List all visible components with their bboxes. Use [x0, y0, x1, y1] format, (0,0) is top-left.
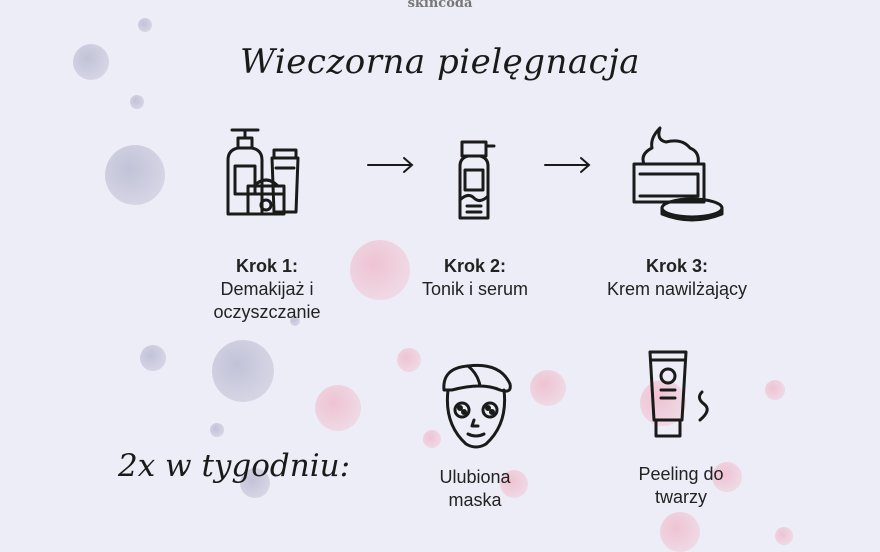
cleansing-bottles-icon [226, 128, 300, 216]
weekly-item-2-label: Peeling do twarzy [606, 463, 756, 509]
face-mask-icon [442, 363, 512, 449]
step-1-line1: Demakijaż i [220, 279, 314, 299]
scrub-tube-icon [648, 350, 709, 438]
weekly-item-2-line2: twarzy [654, 487, 707, 507]
step-3-title: Krok 3: [645, 256, 708, 276]
weekly-item-1-label: Ulubiona maska [400, 466, 550, 512]
weekly-heading: 2x w tygodniu: [118, 448, 351, 484]
arrow-right-icon [367, 157, 414, 173]
step-1-label: Krok 1: Demakijaż i oczyszczanie [187, 255, 347, 324]
step-3-line1: Krem nawilżający [606, 279, 748, 299]
brand-logo: skincoda [407, 0, 473, 11]
arrow-right-icon [544, 157, 591, 173]
step-1-line2: oczyszczanie [213, 302, 321, 322]
cream-jar-icon [632, 126, 724, 222]
weekly-item-1-line2: maska [448, 490, 502, 510]
page-title: Wieczorna pielęgnacja [239, 42, 641, 82]
step-1-title: Krok 1: [235, 256, 298, 276]
weekly-item-2-line1: Peeling do [638, 464, 724, 484]
step-2-label: Krok 2: Tonik i serum [395, 255, 555, 301]
toner-bottle-icon [458, 140, 496, 220]
step-3-label: Krok 3: Krem nawilżający [587, 255, 767, 301]
weekly-item-1-line1: Ulubiona [439, 467, 511, 487]
step-2-title: Krok 2: [443, 256, 506, 276]
step-2-line1: Tonik i serum [421, 279, 529, 299]
